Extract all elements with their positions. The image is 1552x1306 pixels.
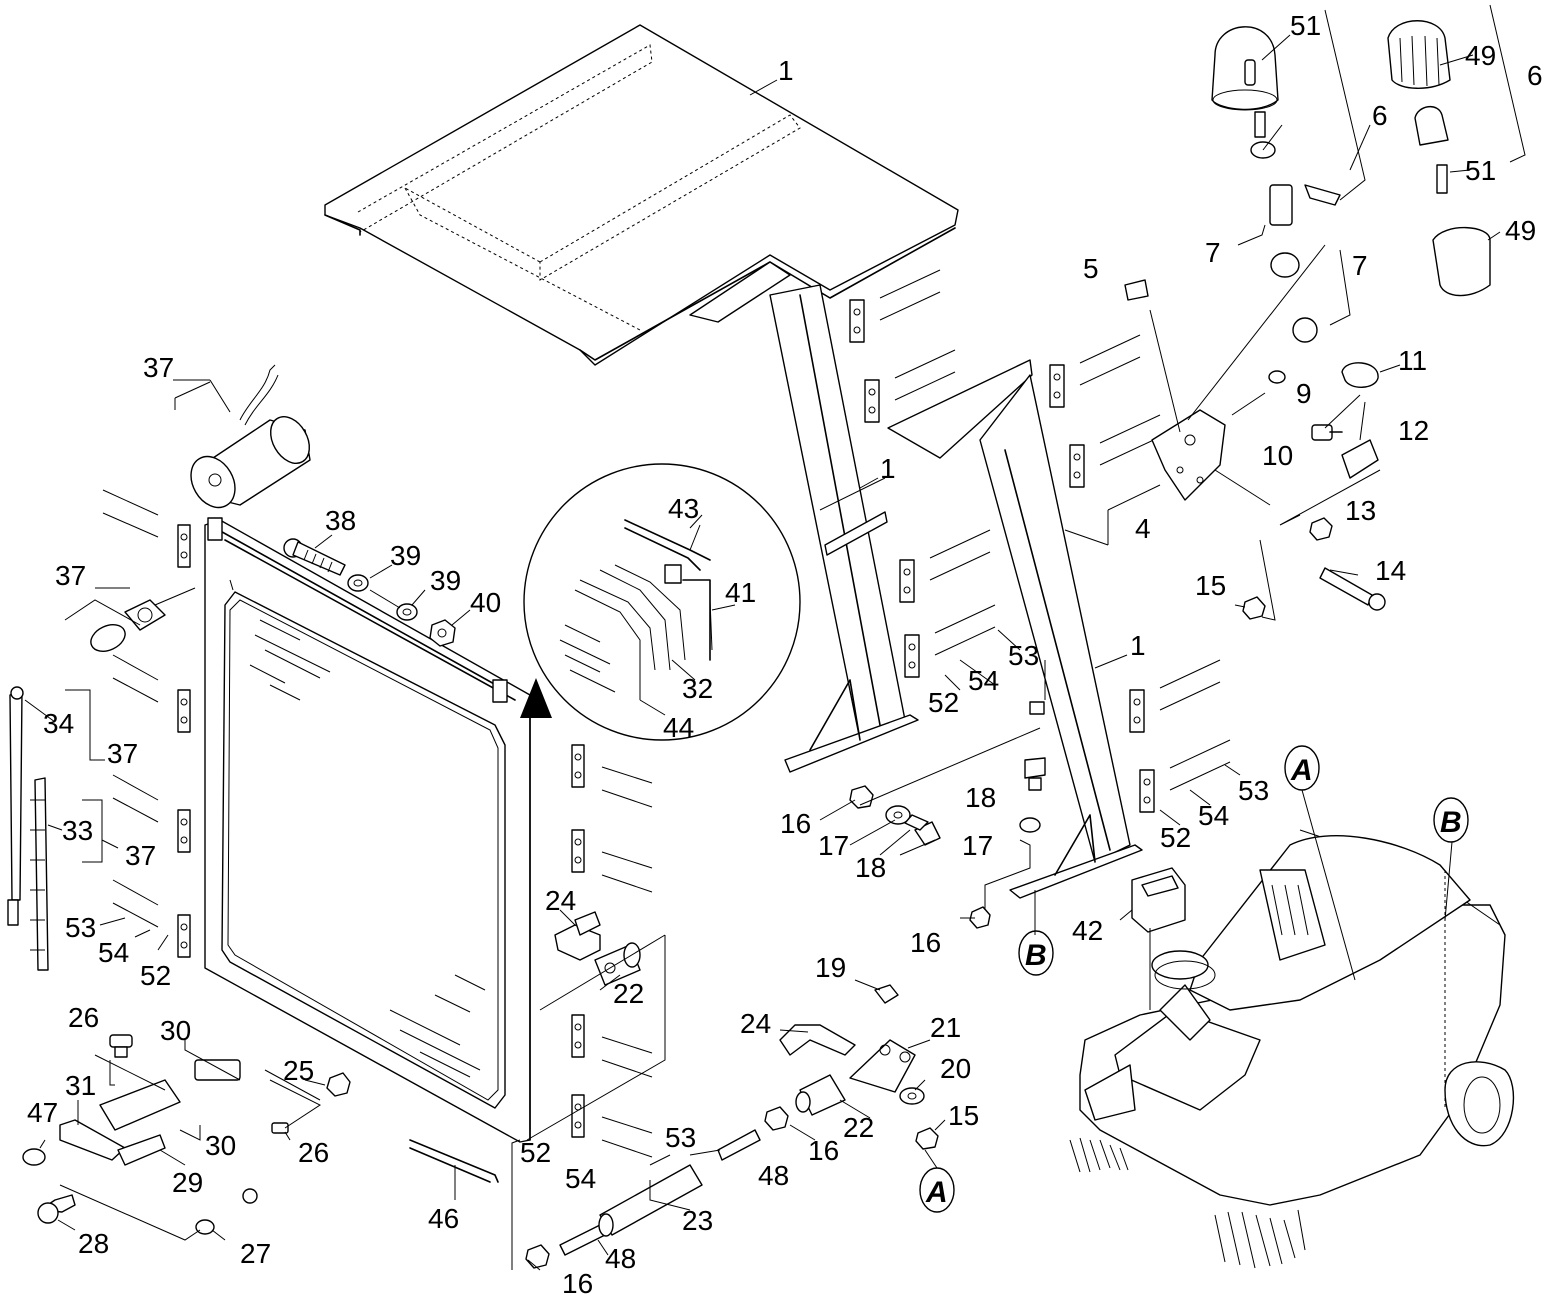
lower-left-parts bbox=[22, 1034, 351, 1235]
label-49-upper: 49 bbox=[1465, 40, 1496, 71]
label-23: 23 bbox=[682, 1205, 713, 1236]
label-42: 42 bbox=[1072, 915, 1103, 946]
label-37-motor: 37 bbox=[143, 352, 174, 383]
label-20: 20 bbox=[940, 1053, 971, 1084]
roof-panel bbox=[324, 24, 959, 366]
left-support-column bbox=[769, 284, 919, 773]
door-frame bbox=[204, 517, 552, 1143]
label-21: 21 bbox=[930, 1012, 961, 1043]
label-28: 28 bbox=[78, 1228, 109, 1259]
label-33: 33 bbox=[62, 815, 93, 846]
label-26-upper: 26 bbox=[68, 1002, 99, 1033]
label-37-arm: 37 bbox=[55, 560, 86, 591]
label-54-upper: 54 bbox=[968, 665, 999, 696]
bracket-screw-sets bbox=[102, 269, 1231, 1158]
label-13: 13 bbox=[1345, 495, 1376, 526]
marker-b-upper: B bbox=[1440, 806, 1462, 839]
label-52-left: 52 bbox=[140, 960, 171, 991]
label-6-lower: 6 bbox=[1372, 100, 1388, 131]
label-18-left: 18 bbox=[855, 852, 886, 883]
label-32: 32 bbox=[682, 673, 713, 704]
label-31: 31 bbox=[65, 1070, 96, 1101]
marker-b-lower: B bbox=[1025, 939, 1047, 972]
label-22-lower: 22 bbox=[843, 1112, 874, 1143]
label-52-upper: 52 bbox=[928, 687, 959, 718]
label-47: 47 bbox=[27, 1097, 58, 1128]
label-40: 40 bbox=[470, 587, 501, 618]
marker-a-lower: A bbox=[925, 1176, 948, 1209]
label-6-upper: 6 bbox=[1527, 60, 1543, 91]
label-16-mid: 16 bbox=[910, 927, 941, 958]
label-37-mid: 37 bbox=[107, 738, 138, 769]
label-53-upper: 53 bbox=[1008, 640, 1039, 671]
label-18-right: 18 bbox=[965, 782, 996, 813]
label-46: 46 bbox=[428, 1203, 459, 1234]
label-19: 19 bbox=[815, 952, 846, 983]
label-34: 34 bbox=[43, 708, 74, 739]
label-48-lower: 48 bbox=[605, 1243, 636, 1274]
label-29: 29 bbox=[172, 1167, 203, 1198]
label-54-door: 54 bbox=[565, 1163, 596, 1194]
label-16-bottom: 16 bbox=[562, 1268, 593, 1299]
right-support-column bbox=[887, 359, 1143, 899]
wiper-motor bbox=[174, 364, 311, 509]
label-52-right: 52 bbox=[1160, 822, 1191, 853]
label-38: 38 bbox=[325, 505, 356, 536]
label-9: 9 bbox=[1296, 378, 1312, 409]
label-7-right: 7 bbox=[1352, 250, 1368, 281]
label-14: 14 bbox=[1375, 555, 1406, 586]
part-labels: 1 1 1 4 5 6 6 7 7 9 10 11 12 13 14 15 15… bbox=[27, 10, 1543, 1299]
label-54-right: 54 bbox=[1198, 800, 1229, 831]
label-16-center: 16 bbox=[808, 1135, 839, 1166]
label-26-lower: 26 bbox=[298, 1137, 329, 1168]
beacon-assembly bbox=[1124, 20, 1491, 620]
marker-a-upper: A bbox=[1290, 754, 1313, 787]
label-53-door: 53 bbox=[665, 1122, 696, 1153]
label-17-left: 17 bbox=[818, 830, 849, 861]
label-4: 4 bbox=[1135, 513, 1151, 544]
label-53-right: 53 bbox=[1238, 775, 1269, 806]
label-30-lower: 30 bbox=[205, 1130, 236, 1161]
label-22-upper: 22 bbox=[613, 978, 644, 1009]
label-15-lower: 15 bbox=[948, 1100, 979, 1131]
label-15-upper: 15 bbox=[1195, 570, 1226, 601]
label-24-upper: 24 bbox=[545, 885, 576, 916]
detail-magnifier bbox=[523, 463, 801, 741]
label-44: 44 bbox=[663, 712, 694, 743]
label-37-lower: 37 bbox=[125, 840, 156, 871]
label-39-right: 39 bbox=[430, 565, 461, 596]
label-27: 27 bbox=[240, 1238, 271, 1269]
label-49-lower: 49 bbox=[1505, 215, 1536, 246]
label-41: 41 bbox=[725, 577, 756, 608]
label-48-upper: 48 bbox=[758, 1160, 789, 1191]
label-1-right-column: 1 bbox=[1130, 630, 1146, 661]
label-51-upper: 51 bbox=[1290, 10, 1321, 41]
label-1-left-column: 1 bbox=[880, 453, 896, 484]
label-25: 25 bbox=[283, 1055, 314, 1086]
hardware-items bbox=[283, 538, 1046, 1269]
label-43: 43 bbox=[668, 493, 699, 524]
label-52-door: 52 bbox=[520, 1137, 551, 1168]
sweeper-vehicle bbox=[1069, 829, 1515, 1269]
label-11: 11 bbox=[1398, 345, 1427, 376]
label-24-lower: 24 bbox=[740, 1008, 771, 1039]
label-1-roof: 1 bbox=[778, 55, 794, 86]
leader-lines bbox=[24, 4, 1526, 1271]
label-16-upper: 16 bbox=[780, 808, 811, 839]
label-17-right: 17 bbox=[962, 830, 993, 861]
label-54-left: 54 bbox=[98, 937, 129, 968]
label-39-left: 39 bbox=[390, 540, 421, 571]
label-12: 12 bbox=[1398, 415, 1429, 446]
label-30-upper: 30 bbox=[160, 1015, 191, 1046]
label-10: 10 bbox=[1262, 440, 1293, 471]
label-51-lower: 51 bbox=[1465, 155, 1496, 186]
label-5: 5 bbox=[1083, 253, 1099, 284]
label-53-left: 53 bbox=[65, 912, 96, 943]
label-7-left: 7 bbox=[1205, 237, 1221, 268]
wiper-arm-blade bbox=[7, 599, 166, 971]
